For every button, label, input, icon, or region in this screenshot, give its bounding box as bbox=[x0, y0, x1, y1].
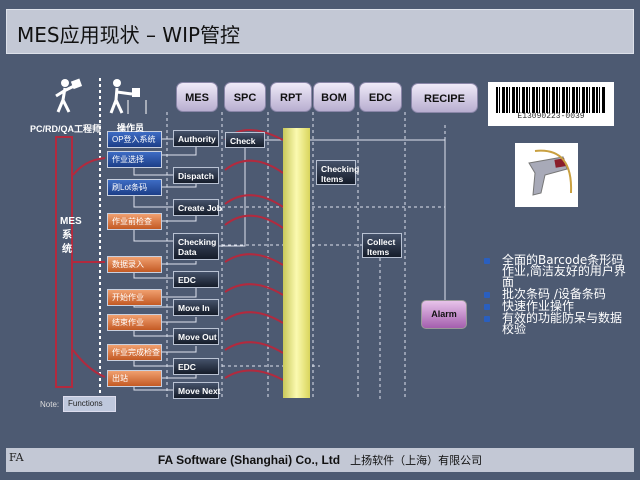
operator-icon bbox=[109, 79, 147, 114]
op-step-precheck: 作业前检查 bbox=[107, 213, 162, 230]
feature-item: 有效的功能防呆与数据校验 bbox=[482, 312, 632, 335]
fa-logo: FA bbox=[9, 451, 24, 464]
feature-item: 快速作业操作 bbox=[482, 300, 632, 312]
op-step-start: 开始作业 bbox=[107, 289, 162, 306]
functions-legend: Functions bbox=[63, 396, 116, 412]
lane-mes: MES bbox=[176, 82, 218, 112]
feature-item: 全面的Barcode条形码作业,简洁友好的用户界面 bbox=[482, 254, 632, 288]
rpt-bar bbox=[283, 128, 310, 398]
lane-recipe: RECIPE bbox=[411, 83, 478, 113]
mes-system-label: MES系统 bbox=[60, 216, 82, 255]
mes-move-in: Move In bbox=[173, 299, 219, 316]
mes-move-out: Move Out bbox=[173, 328, 219, 345]
op-step-out: 出站 bbox=[107, 370, 162, 387]
lane-bom: BOM bbox=[313, 82, 355, 112]
mes-edc-1: EDC bbox=[173, 271, 219, 288]
operator-label: 操作员 bbox=[117, 123, 145, 133]
op-step-scan-lot: 刷Lot条码 bbox=[107, 179, 162, 196]
spc-check: Check bbox=[225, 132, 265, 148]
lane-rpt: RPT bbox=[270, 82, 312, 112]
barcode-number: E13090223-0039 bbox=[517, 112, 585, 121]
mes-dispatch: Dispatch bbox=[173, 167, 219, 184]
op-step-finish-check: 作业完成检查 bbox=[107, 344, 162, 361]
barcode-image: E13090223-0039 bbox=[488, 82, 614, 126]
feature-item: 批次条码 /设备条码 bbox=[482, 288, 632, 300]
engineer-icon bbox=[55, 78, 83, 113]
note-label: Note: bbox=[40, 400, 60, 409]
mes-checking-data: Checking Data bbox=[173, 233, 219, 260]
mes-system-bracket bbox=[55, 136, 73, 388]
op-step-end: 结束作业 bbox=[107, 314, 162, 331]
engineer-label: PC/RD/QA工程师 bbox=[30, 124, 102, 134]
op-step-data-entry: 数据录入 bbox=[107, 256, 162, 273]
mes-authority: Authority bbox=[173, 130, 219, 147]
feature-list: 全面的Barcode条形码作业,简洁友好的用户界面 批次条码 /设备条码 快速作… bbox=[482, 254, 632, 336]
company-name-cn: 上扬软件（上海）有限公司 bbox=[350, 454, 483, 467]
company-name: FA Software (Shanghai) Co., Ltd bbox=[157, 453, 341, 467]
op-step-login: OP登入系统 bbox=[107, 131, 162, 148]
lane-spc: SPC bbox=[224, 82, 266, 112]
lane-edc: EDC bbox=[359, 82, 402, 112]
op-step-select: 作业选择 bbox=[107, 151, 162, 168]
bom-checking-items: Checking Items bbox=[316, 160, 359, 185]
footer: FA Software (Shanghai) Co., Ltd 上扬软件（上海）有… bbox=[6, 448, 634, 472]
slide-title: MES应用现状 – WIP管控 bbox=[6, 9, 634, 54]
mes-move-next: Move Next bbox=[173, 382, 221, 399]
alarm-box: Alarm bbox=[421, 300, 467, 329]
mes-edc-2: EDC bbox=[173, 358, 219, 375]
edc-collect-items: Collect Items bbox=[362, 233, 402, 258]
mes-create-job: Create Job bbox=[173, 199, 222, 216]
barcode-scanner-image bbox=[515, 143, 578, 207]
